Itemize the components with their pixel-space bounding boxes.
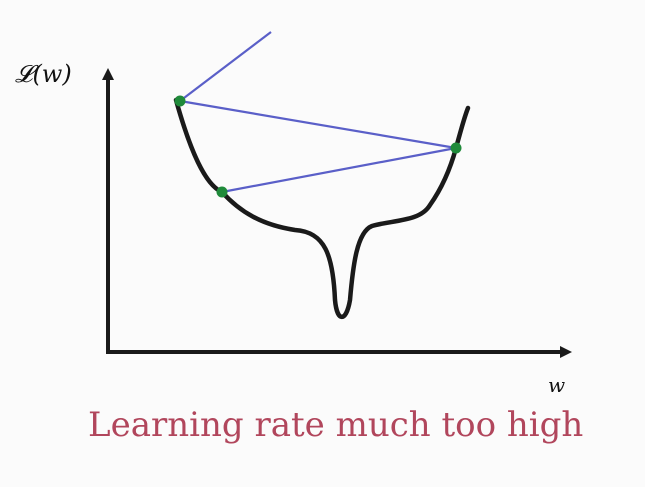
step-line-1 xyxy=(221,146,457,194)
step-point-3 xyxy=(174,95,186,107)
step-line-3 xyxy=(179,31,272,102)
loss-curve xyxy=(173,97,471,320)
step-point-2 xyxy=(450,142,462,154)
step-line-2 xyxy=(179,99,457,150)
diagram-caption: Learning rate much too high xyxy=(88,405,583,445)
x-axis-label: w xyxy=(548,373,565,397)
y-axis-label: 𝓛(w) xyxy=(15,60,72,88)
step-point-1 xyxy=(216,186,228,198)
